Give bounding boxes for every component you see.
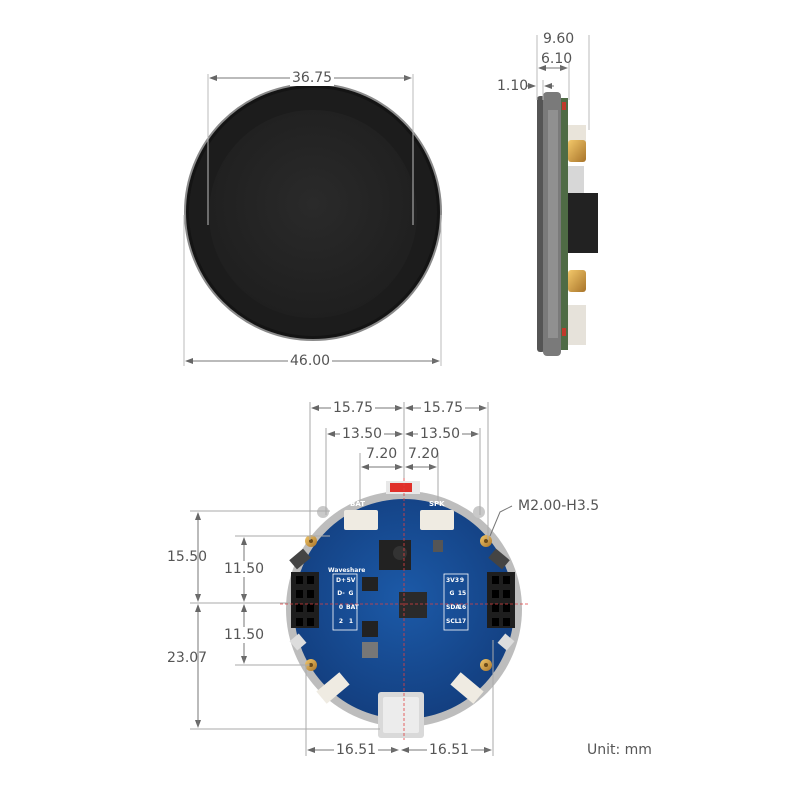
glass-thickness-dimension: 1.10 [497, 78, 529, 94]
display-front-view [184, 83, 442, 341]
top-inner-left-dimension: 7.20 [366, 446, 398, 462]
left-pin-5: BAT [346, 604, 359, 611]
device-side-view [537, 92, 598, 356]
left-pin-1: 5V [346, 577, 356, 584]
left-pin-4: 0 [338, 604, 344, 611]
bottom-right-dimension: 16.51 [427, 742, 472, 758]
right-pin-0: 3V3 [446, 577, 459, 584]
top-mid-left-dimension: 13.50 [340, 426, 385, 442]
mount-hole-spec: M2.00-H3.5 [518, 498, 600, 514]
left-pin-2: D- [337, 590, 345, 597]
left-pin-6: 2 [338, 618, 344, 625]
top-inner-right-dimension: 7.20 [408, 446, 440, 462]
top-outer-left-dimension: 15.75 [331, 400, 376, 416]
silk-bat: BAT [350, 500, 365, 508]
left-lower-outer-dimension: 23.07 [167, 650, 208, 666]
right-pin-1: 9 [459, 577, 465, 584]
right-pin-7: 17 [457, 618, 467, 625]
left-upper-outer-dimension: 15.50 [167, 549, 208, 565]
display-area-dimension: 36.75 [290, 70, 335, 86]
right-pin-2: G [449, 590, 455, 597]
right-pin-6: SCL [446, 618, 459, 625]
left-upper-inner-dimension: 11.50 [222, 561, 267, 577]
top-outer-right-dimension: 15.75 [421, 400, 466, 416]
silk-spk: SPK [429, 500, 445, 508]
left-pin-7: 1 [348, 618, 354, 625]
module-thickness-dimension: 6.10 [541, 51, 573, 67]
left-lower-inner-dimension: 11.50 [222, 627, 267, 643]
total-thickness-dimension: 9.60 [541, 31, 577, 47]
left-pin-3: G [348, 590, 354, 597]
silk-brand: Waveshare [328, 567, 366, 574]
bottom-left-dimension: 16.51 [334, 742, 379, 758]
unit-label: Unit: mm [587, 742, 652, 758]
outer-diameter-dimension: 46.00 [288, 353, 333, 369]
top-mid-right-dimension: 13.50 [418, 426, 463, 442]
right-pin-4: SDA [446, 604, 460, 611]
right-pin-3: 15 [457, 590, 467, 597]
right-pin-5: 16 [457, 604, 467, 611]
left-pin-0: D+ [336, 577, 347, 584]
